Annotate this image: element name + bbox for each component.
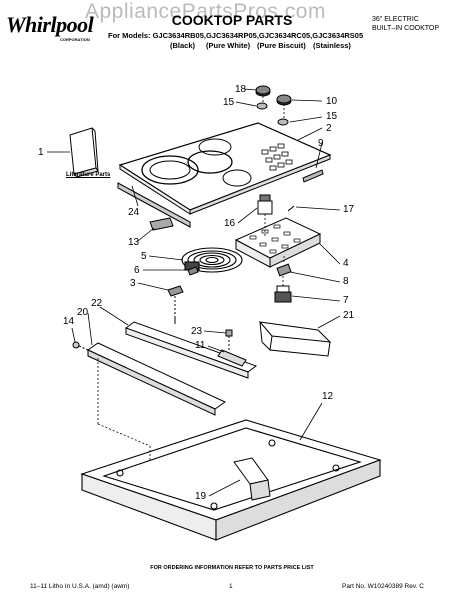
variant-black: (Black)	[170, 41, 196, 50]
control-knob-left	[255, 85, 271, 97]
callout-21: 21	[343, 310, 355, 321]
callout-18: 18	[235, 84, 247, 95]
callout-3: 3	[130, 278, 136, 289]
subtitle-line-1: 36" ELECTRIC	[372, 16, 419, 23]
callout-13: 13	[128, 237, 140, 248]
gasket	[149, 217, 174, 231]
callout-7: 7	[343, 295, 349, 306]
callout-8: 8	[343, 276, 349, 287]
callout-5: 5	[141, 251, 147, 262]
guide-lines	[97, 96, 285, 460]
callout-15-left: 15	[223, 97, 235, 108]
ordering-info: FOR ORDERING INFORMATION REFER TO PARTS …	[150, 565, 314, 571]
callout-15-right: 15	[326, 111, 338, 122]
callout-17: 17	[343, 204, 355, 215]
leader-lines	[47, 88, 341, 497]
element-bracket	[187, 266, 199, 276]
mounting-screw	[72, 341, 89, 351]
relay-plate	[276, 263, 292, 277]
front-rail	[124, 321, 258, 379]
callout-11: 11	[195, 340, 206, 351]
footer-page-number: 1	[229, 583, 233, 590]
product-subtitle: 36" ELECTRIC BUILT–IN COOKTOP	[372, 15, 439, 33]
whirlpool-logo: Whirlpool	[6, 12, 94, 37]
callout-19: 19	[195, 491, 207, 502]
front-trim	[117, 182, 191, 228]
pan-bracket	[233, 457, 271, 501]
knob-rings	[256, 102, 289, 126]
terminal-clip	[167, 285, 184, 324]
control-box	[234, 217, 322, 268]
literature-parts-label: Literature Parts	[66, 172, 111, 178]
callout-16: 16	[224, 218, 236, 229]
whirlpool-logo-subtext: CORPORATION	[60, 37, 90, 42]
switch-module	[274, 285, 292, 303]
bottom-pan	[80, 419, 382, 541]
cooktop-glass	[118, 122, 332, 215]
literature-booklet	[69, 127, 99, 178]
screw	[287, 205, 295, 212]
callout-20: 20	[77, 307, 89, 318]
side-rail	[87, 342, 226, 416]
callout-23: 23	[191, 326, 203, 337]
watermark: AppliancePartsPros.com	[85, 0, 326, 23]
callout-6: 6	[134, 265, 140, 276]
hold-down-bracket	[217, 329, 247, 367]
models-line: For Models: GJC3634RB05,GJC3634RP05,GJC3…	[108, 31, 364, 40]
variant-pure-biscuit: (Pure Biscuit)	[257, 41, 306, 50]
variant-stainless: (Stainless)	[313, 41, 351, 50]
callout-14: 14	[63, 316, 75, 327]
callout-12: 12	[322, 391, 334, 402]
callout-2: 2	[326, 123, 332, 134]
callout-4: 4	[343, 258, 349, 269]
subtitle-line-2: BUILT–IN COOKTOP	[372, 25, 440, 32]
control-knob-right	[276, 94, 292, 106]
callout-1: 1	[38, 147, 44, 158]
footer-litho: 11–11 Litho In U.S.A. (amd) (awm)	[30, 583, 130, 590]
page-title: COOKTOP PARTS	[171, 12, 293, 28]
side-trim	[302, 169, 324, 183]
box-bracket	[258, 321, 332, 357]
variant-pure-white: (Pure White)	[206, 41, 251, 50]
callout-24: 24	[128, 207, 140, 218]
callout-10: 10	[326, 96, 338, 107]
callout-22: 22	[91, 298, 103, 309]
callout-9: 9	[318, 138, 324, 149]
footer-part-number: Part No. W10240389 Rev. C	[342, 583, 424, 590]
infinite-switch	[257, 194, 273, 215]
